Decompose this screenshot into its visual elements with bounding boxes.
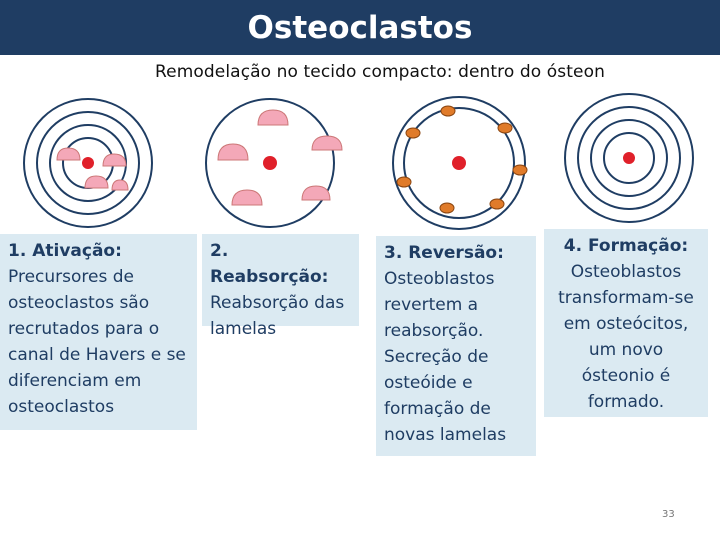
havers-canal-icon [623,152,635,164]
step-reversal-text: Osteoblastos revertem a reabsorção. Secr… [384,269,507,445]
osteoclast-icon [217,109,343,206]
title-bar: Osteoclastos [0,0,720,55]
step-reversal-title: 3. Reversão: [384,243,504,263]
step-formation-title: 4. Formação: [563,236,689,256]
osteon-resorption [205,98,343,228]
havers-canal-icon [263,156,277,170]
step-resorption-box: 2. Reabsorção: Reabsorção das lamelas [202,234,359,339]
havers-canal-icon [82,157,94,169]
step-reversal-box: 3. Reversão: Osteoblastos revertem a rea… [376,236,536,456]
step-activation-title: 1. Ativação: [8,241,122,261]
step-activation-box: 1. Ativação: Precursores de osteoclastos… [0,234,197,430]
slide-subtitle: Remodelação no tecido compacto: dentro d… [155,62,605,82]
slide-title: Osteoclastos [247,9,473,46]
osteon-formation [564,93,694,223]
step-formation-box: 4. Formação: Osteoblastos transformam-se… [544,229,708,417]
step-activation-text: Precursores de osteoclastos são recrutad… [8,267,186,417]
step-resorption-title: 2. Reabsorção: [210,241,329,287]
havers-canal-icon [452,156,466,170]
osteon-activation [23,98,153,228]
osteon-reversal [392,96,528,230]
step-resorption-text: Reabsorção das lamelas [210,293,345,339]
osteoblast-icon [396,105,528,214]
step-formation-text: Osteoblastos transformam-se em osteócito… [558,262,694,412]
page-number: 33 [662,509,675,520]
osteoclast-precursor-icon [56,147,129,191]
